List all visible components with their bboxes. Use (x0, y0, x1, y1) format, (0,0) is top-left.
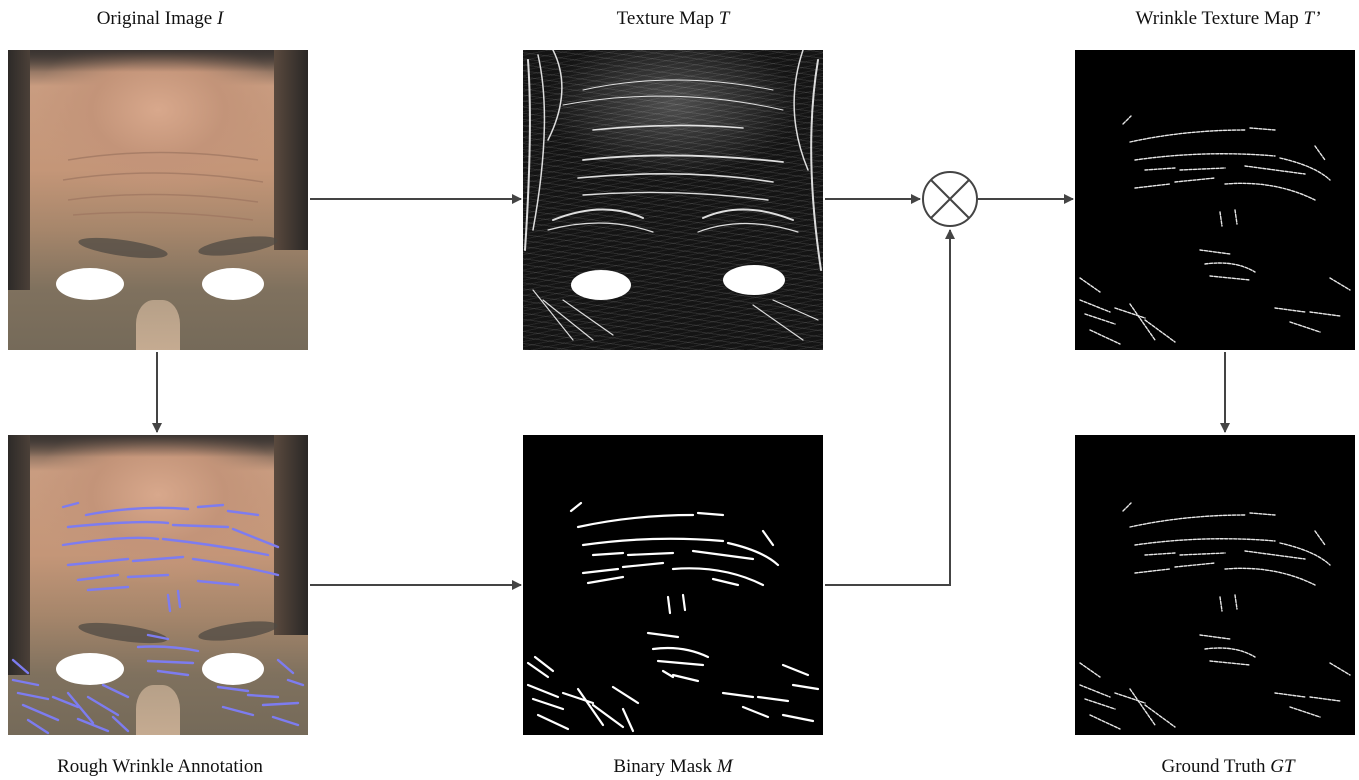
multiply-operator (923, 172, 977, 226)
arrow-binary-to-multiply (825, 230, 950, 585)
